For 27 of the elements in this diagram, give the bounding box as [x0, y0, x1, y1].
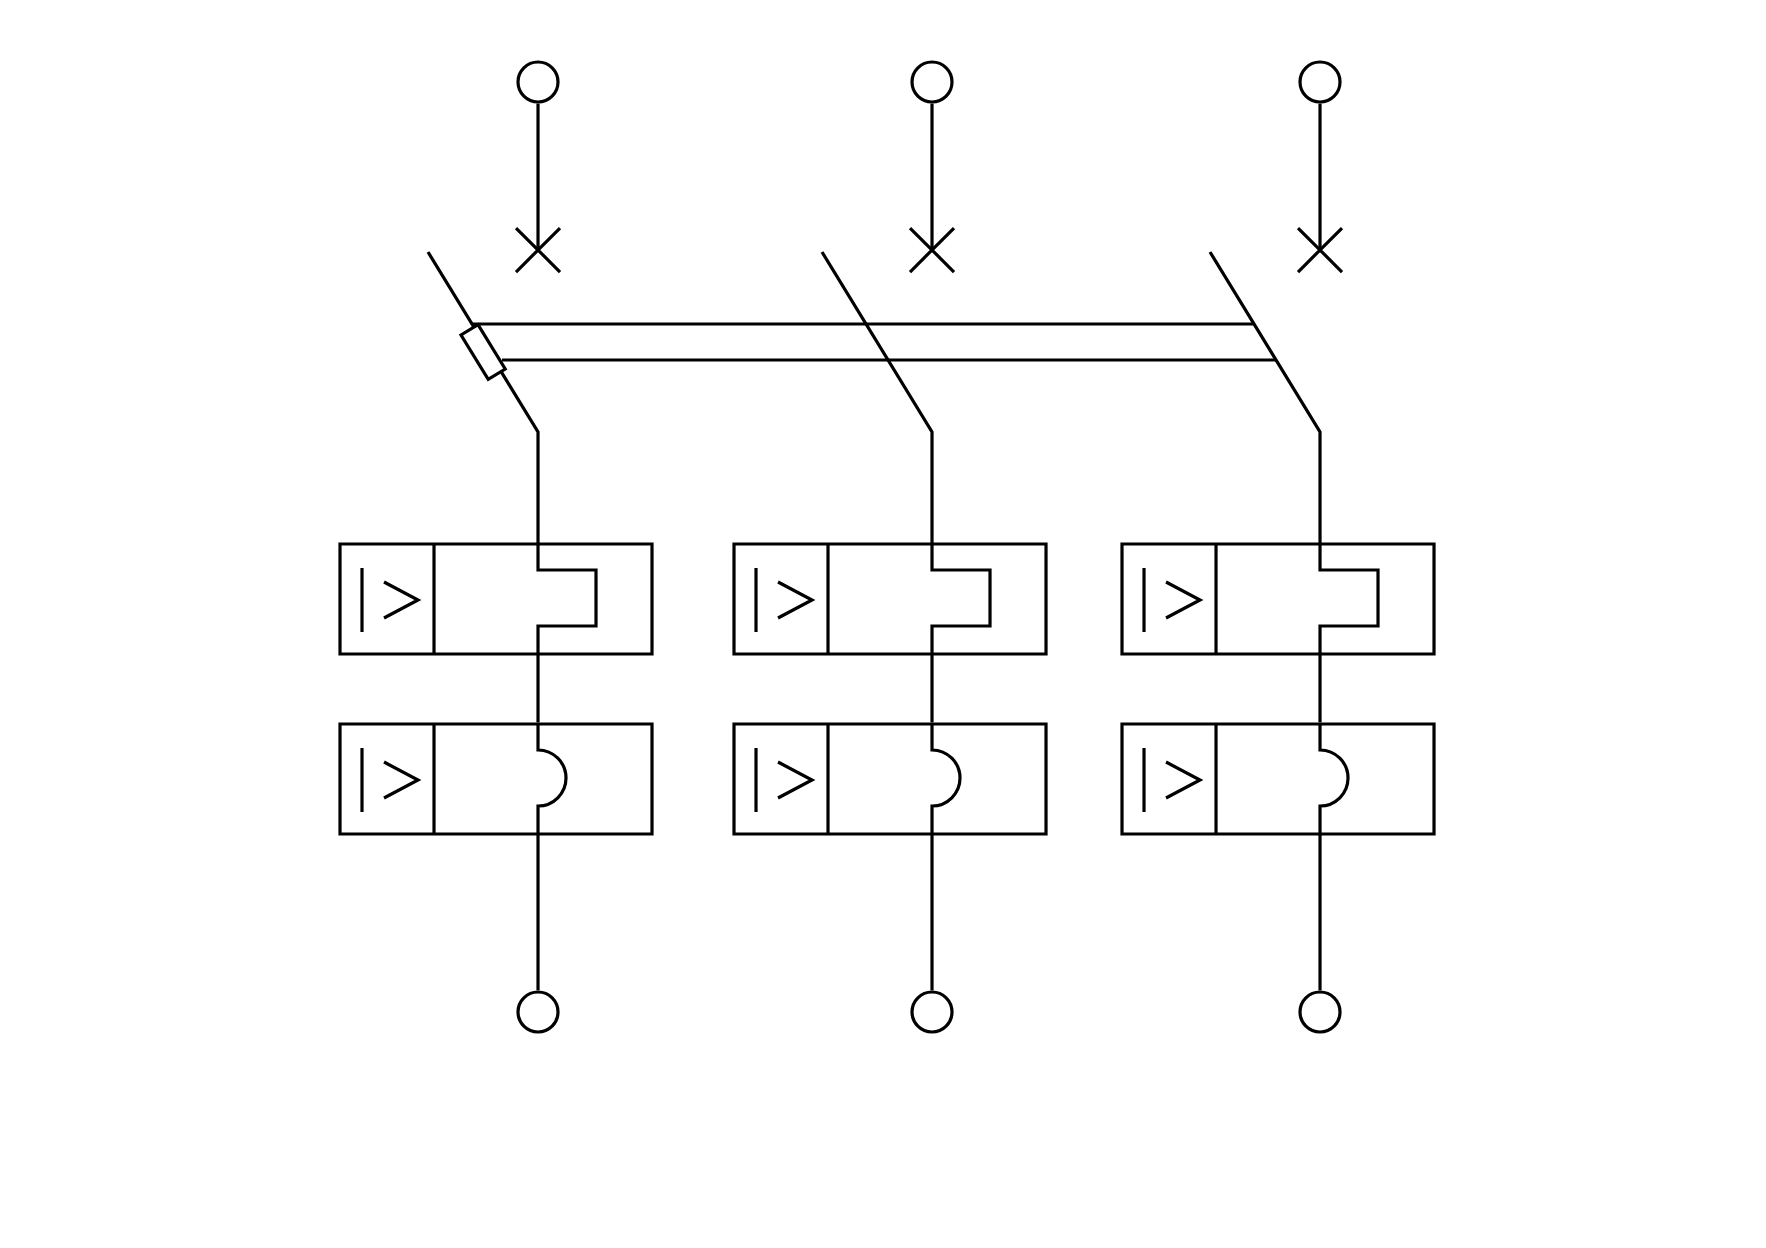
- switch-blade: [820, 251, 934, 544]
- wire: [930, 654, 934, 723]
- wire: [536, 834, 540, 991]
- terminal-circle: [516, 60, 560, 104]
- terminal-circle: [516, 990, 560, 1034]
- wire: [536, 654, 540, 723]
- terminal-circle: [1298, 60, 1342, 104]
- terminal-circle: [1298, 990, 1342, 1034]
- wire: [536, 103, 540, 250]
- switch-blade: [1208, 251, 1322, 544]
- release-box: [1120, 542, 1436, 656]
- wire: [1318, 654, 1322, 723]
- release-box: [338, 722, 654, 836]
- release-box: [1120, 722, 1436, 836]
- wire: [930, 103, 934, 250]
- release-box: [338, 542, 654, 656]
- contact-cross: [514, 226, 562, 274]
- wire: [1318, 834, 1322, 991]
- contact-cross: [908, 226, 956, 274]
- switch-blade: [426, 251, 540, 544]
- terminal-circle: [910, 60, 954, 104]
- contact-cross: [1296, 226, 1344, 274]
- terminal-circle: [910, 990, 954, 1034]
- release-box: [732, 722, 1048, 836]
- wire: [1318, 103, 1322, 250]
- wire: [930, 834, 934, 991]
- release-box: [732, 542, 1048, 656]
